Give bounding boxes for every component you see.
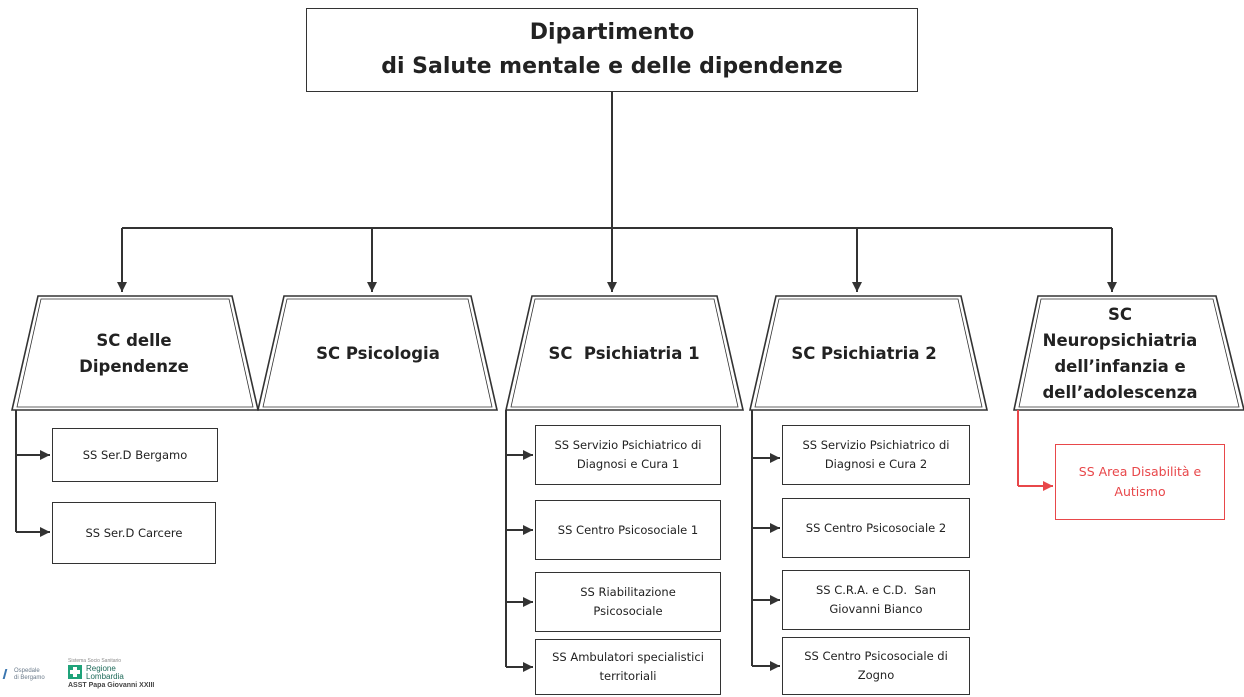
ss-label-line: SS Ambulatori specialistici	[552, 650, 704, 664]
ss-label-line: SS Centro Psicosociale di	[804, 649, 948, 663]
asst-logo: Ospedale di Bergamo Sistema Socio Sanita…	[0, 655, 240, 697]
sc-unit-label-line: dell’adolescenza	[1042, 383, 1198, 402]
sc-trapezoid-neuropsichiatria	[1013, 295, 1244, 411]
ss-label-line: SS Centro Psicosociale 2	[805, 520, 947, 535]
ss-ser-d-bergamo: SS Ser.D Bergamo	[52, 428, 218, 482]
ss-label-line: SS Riabilitazione	[580, 585, 676, 599]
sc-unit-label-line: Dipendenze	[79, 357, 189, 376]
ss-label-line: Psicosociale	[593, 604, 663, 618]
sc-trapezoid-psichiatria-1-inner	[510, 298, 739, 408]
sc-unit-psichiatria-1: SC Psichiatria 1	[540, 300, 708, 408]
ss-area-disabilita: SS Area Disabilità e Autismo	[1055, 444, 1225, 520]
sc-unit-label-line: SC Psichiatria 1	[548, 344, 700, 363]
hospital-logo-line: di Bergamo	[14, 675, 45, 681]
sc-unit-dipendenze: SC delle Dipendenze	[50, 300, 218, 408]
sc-unit-label-line: SC Neuropsichiatria	[1042, 305, 1198, 350]
ss-label-line: Autismo	[1114, 484, 1166, 499]
region-cross-icon	[68, 665, 82, 679]
ss-label-line: SS C.R.A. e C.D. San	[815, 583, 937, 597]
ss-label-line: SS Centro Psicosociale 1	[557, 522, 699, 537]
region-text-line2: Lombardia	[86, 672, 124, 681]
sc-trapezoid-psicologia	[256, 295, 499, 411]
sc-unit-psichiatria-2: SC Psichiatria 2	[780, 300, 948, 408]
hospital-logo-text: Ospedale di Bergamo	[14, 668, 45, 682]
ss-ambulatori: SS Ambulatori specialistici territoriali	[535, 639, 721, 695]
ss-riabilitazione: SS Riabilitazione Psicosociale	[535, 572, 721, 632]
ss-spdc-2: SS Servizio Psichiatrico di Diagnosi e C…	[782, 425, 970, 485]
sc-unit-label-line: dell’infanzia e	[1054, 357, 1186, 376]
ss-cra-cd: SS C.R.A. e C.D. San Giovanni Bianco	[782, 570, 970, 630]
ss-label-line: SS Servizio Psichiatrico di	[554, 438, 702, 452]
sc-unit-neuropsichiatria: SC Neuropsichiatria dell’infanzia e dell…	[1030, 300, 1210, 408]
hospital-logo-mark	[2, 669, 15, 679]
ss-label-line: SS Ser.D Bergamo	[82, 447, 188, 462]
ss-cps-1: SS Centro Psicosociale 1	[535, 500, 721, 560]
ss-spdc-1: SS Servizio Psichiatrico di Diagnosi e C…	[535, 425, 721, 485]
sc-trapezoid-psichiatria-1	[504, 295, 745, 411]
ss-label-line: Diagnosi e Cura 2	[824, 457, 928, 471]
sc-unit-label-line: SC Psicologia	[316, 344, 440, 363]
ss-cps-2: SS Centro Psicosociale 2	[782, 498, 970, 558]
ss-label-line: Diagnosi e Cura 1	[576, 457, 680, 471]
department-title-line2: di Salute mentale e delle dipendenze	[381, 54, 843, 79]
ss-label-line: territoriali	[599, 669, 657, 683]
sc-trapezoid-psichiatria-2	[748, 295, 989, 411]
system-text: Sistema Socio Sanitario	[68, 658, 122, 664]
sc-trapezoid-psichiatria-2-inner	[754, 298, 983, 408]
ss-cps-zogno: SS Centro Psicosociale di Zogno	[782, 637, 970, 695]
department-title-line1: Dipartimento	[529, 20, 695, 45]
sc-unit-label-line: SC Psichiatria 2	[791, 344, 937, 363]
ss-ser-d-carcere: SS Ser.D Carcere	[52, 502, 216, 564]
sc-trapezoid-dipendenze-inner	[16, 298, 254, 408]
ss-label-line: Zogno	[857, 668, 895, 682]
region-text-line1: Regione	[86, 664, 116, 673]
ss-label-line: SS Servizio Psichiatrico di	[802, 438, 950, 452]
ss-label-line: SS Area Disabilità e	[1078, 464, 1202, 479]
hospital-logo-line: Ospedale	[14, 668, 40, 674]
sc-unit-psicologia: SC Psicologia	[294, 300, 462, 408]
ss-label-line: Giovanni Bianco	[829, 602, 923, 616]
ss-label-line: SS Ser.D Carcere	[85, 525, 183, 540]
asst-text: ASST Papa Giovanni XXIII	[68, 682, 155, 689]
sc-trapezoid-psicologia-inner	[262, 298, 493, 408]
sc-trapezoid-neuropsichiatria-inner	[1018, 298, 1240, 408]
department-box: Dipartimento di Salute mentale e delle d…	[306, 8, 918, 92]
sc-unit-label-line: SC delle	[96, 331, 172, 350]
